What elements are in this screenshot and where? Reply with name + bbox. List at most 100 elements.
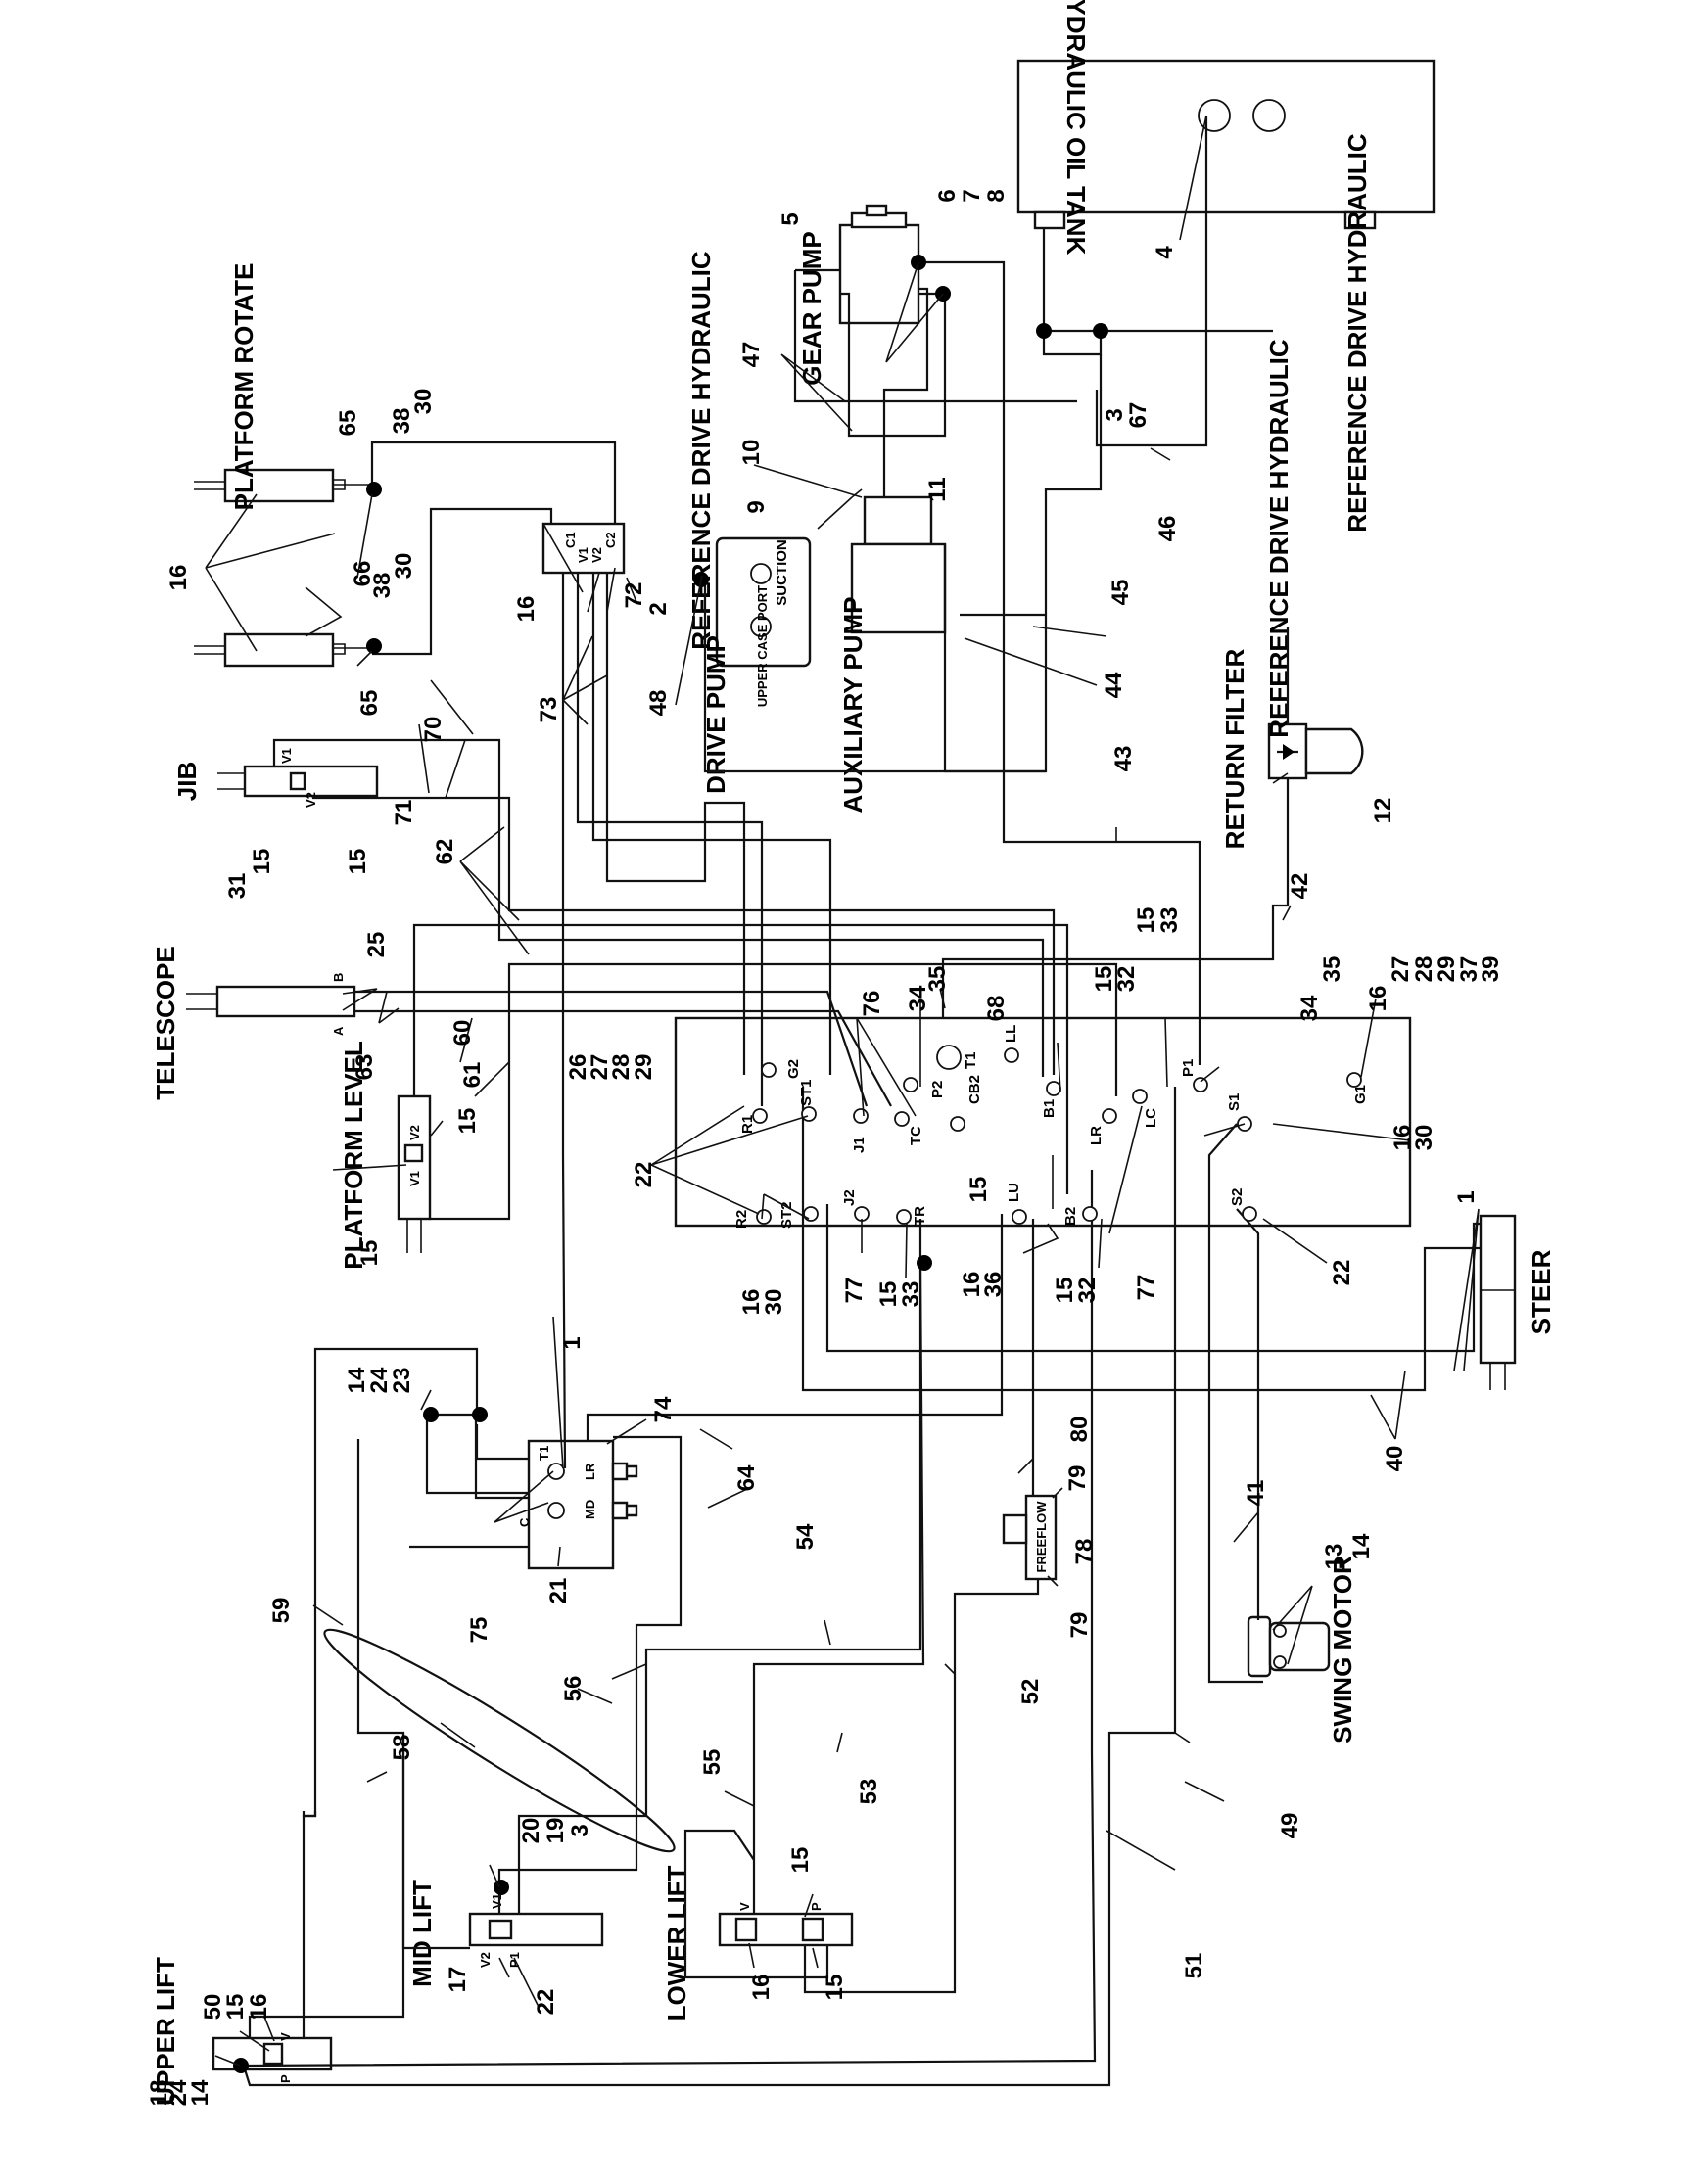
port-s1: S1 bbox=[1226, 1093, 1243, 1111]
callout-40: 40 bbox=[1382, 1446, 1408, 1472]
reference-label-filter: REFERENCE DRIVE HYDRAULIC bbox=[1264, 339, 1294, 738]
steer-cylinder: STEER bbox=[1479, 1214, 1556, 1390]
reference-label-drive-pump: REFERENCE DRIVE HYDRAULIC bbox=[686, 251, 716, 650]
rotate-valve-port-v1: V1 bbox=[576, 547, 590, 563]
callout-4: 4 bbox=[1152, 246, 1178, 259]
callout-38b: 38 bbox=[369, 573, 396, 599]
telescope-port-a: A bbox=[331, 1026, 346, 1036]
upper-lift-port-p: P bbox=[278, 2074, 293, 2083]
telescope-title: TELESCOPE bbox=[151, 946, 180, 1099]
callout-15-lu: 15 bbox=[965, 1177, 992, 1203]
swing-motor: SWING MOTOR bbox=[1247, 1556, 1357, 1743]
rotate-valve-port-c1: C1 bbox=[563, 532, 578, 548]
port-r2: R2 bbox=[733, 1210, 750, 1229]
hose-bundle-ellipse bbox=[323, 1628, 676, 1853]
steer-title: STEER bbox=[1527, 1249, 1556, 1334]
callout-22-a: 22 bbox=[631, 1162, 657, 1188]
callout-16-cb2: 16 bbox=[959, 1272, 985, 1298]
callout-15-b2: 15 bbox=[1052, 1278, 1078, 1304]
leader-lines bbox=[205, 115, 1480, 2067]
port-lu: LU bbox=[1006, 1183, 1022, 1202]
callout-66: 66 bbox=[350, 561, 376, 587]
callout-16-ul: 16 bbox=[246, 1994, 272, 2021]
callout-15-jib-b: 15 bbox=[345, 849, 371, 875]
port-p2: P2 bbox=[929, 1081, 946, 1098]
callout-15-jib-a: 15 bbox=[249, 849, 275, 875]
callout-16-rot: 16 bbox=[165, 565, 192, 591]
return-filter: RETURN FILTER bbox=[1220, 648, 1364, 849]
mid-lift-cylinder: V1 V2 P1 MID LIFT bbox=[407, 1880, 604, 1987]
callout-50: 50 bbox=[200, 1994, 226, 2021]
port-lc: LC bbox=[1143, 1108, 1159, 1128]
callout-51: 51 bbox=[1181, 1953, 1207, 1979]
callout-9: 9 bbox=[743, 500, 770, 513]
port-st1: ST1 bbox=[798, 1079, 815, 1106]
upper-lift-title: UPPER LIFT bbox=[151, 1957, 180, 2106]
callout-21: 21 bbox=[545, 1578, 572, 1604]
callout-13: 13 bbox=[1321, 1544, 1347, 1570]
lower-lift-port-p: P bbox=[809, 1902, 824, 1911]
callout-12: 12 bbox=[1370, 798, 1396, 824]
callout-1: 1 bbox=[559, 1336, 586, 1349]
callout-16-rv: 16 bbox=[513, 596, 540, 623]
platform-level-port-v1: V1 bbox=[407, 1171, 422, 1186]
jib-cylinder: V1 V2 JIB bbox=[172, 748, 379, 808]
lift-valve-port-c: C bbox=[517, 1517, 532, 1527]
callout-15-pl-a: 15 bbox=[454, 1108, 481, 1135]
callout-78: 78 bbox=[1071, 1539, 1098, 1565]
callout-70: 70 bbox=[420, 717, 447, 743]
port-tr: TR bbox=[912, 1206, 928, 1226]
port-b2: B2 bbox=[1062, 1207, 1079, 1226]
callout-61: 61 bbox=[459, 1062, 486, 1089]
port-g2: G2 bbox=[785, 1059, 802, 1079]
callout-65b: 65 bbox=[356, 690, 383, 717]
callout-35: 35 bbox=[924, 966, 951, 993]
port-j2: J2 bbox=[841, 1189, 858, 1206]
callout-6: 6 bbox=[934, 189, 961, 202]
callout-39: 39 bbox=[1478, 956, 1504, 983]
tank-title: HYDRAULIC OIL TANK bbox=[1061, 0, 1091, 256]
callout-18: 18 bbox=[146, 2080, 172, 2107]
callout-15-pl-b: 15 bbox=[356, 1240, 383, 1267]
jib-title: JIB bbox=[172, 762, 202, 801]
callout-7: 7 bbox=[959, 189, 985, 202]
callout-32b: 32 bbox=[1074, 1278, 1101, 1304]
callout-76: 76 bbox=[859, 991, 885, 1017]
gear-pump-title: GEAR PUMP bbox=[797, 231, 826, 385]
callout-45: 45 bbox=[1107, 580, 1134, 606]
callout-16-g1: 16 bbox=[1365, 986, 1391, 1012]
lower-lift-port-v: V bbox=[737, 1902, 752, 1911]
swing-motor-title: SWING MOTOR bbox=[1328, 1556, 1357, 1743]
callout-43: 43 bbox=[1110, 746, 1137, 772]
aux-pump-title: AUXILIARY PUMP bbox=[838, 596, 868, 813]
manifold-ports: G2 R1 ST1 J1 TC P2 T1 LL CB2 B1 LC LR P1… bbox=[733, 1025, 1369, 1229]
callout-26: 26 bbox=[565, 1054, 591, 1081]
port-p1: P1 bbox=[1180, 1059, 1197, 1077]
callout-23: 23 bbox=[389, 1368, 415, 1394]
callout-32: 32 bbox=[1113, 966, 1140, 993]
rotate-valve: C1 V1 V2 C2 bbox=[541, 522, 626, 575]
callout-80: 80 bbox=[1066, 1417, 1093, 1443]
gear-pump: GEAR PUMP bbox=[797, 204, 920, 386]
callout-29: 29 bbox=[631, 1054, 657, 1081]
callout-62: 62 bbox=[432, 839, 458, 865]
callout-37: 37 bbox=[1456, 956, 1483, 983]
callout-44: 44 bbox=[1101, 672, 1127, 698]
platform-rotate: PLATFORM ROTATE bbox=[194, 263, 346, 668]
callout-74: 74 bbox=[650, 1396, 677, 1422]
callout-15-ll-b: 15 bbox=[822, 1975, 848, 2001]
platform-rotate-title: PLATFORM ROTATE bbox=[229, 263, 259, 511]
auxiliary-pump: AUXILIARY PUMP bbox=[838, 495, 947, 813]
drive-pump-port-upper-case: UPPER CASE PORT bbox=[755, 585, 770, 707]
lift-valve-port-t1: T1 bbox=[537, 1446, 551, 1461]
callout-41: 41 bbox=[1243, 1480, 1269, 1507]
callout-34b: 34 bbox=[1296, 995, 1323, 1021]
callout-15-b1: 15 bbox=[1091, 966, 1117, 993]
rotate-valve-port-v2: V2 bbox=[589, 547, 604, 563]
callout-30-st2: 30 bbox=[761, 1289, 787, 1316]
reference-label-top-right: REFERENCE DRIVE HYDRAULIC bbox=[1342, 133, 1372, 533]
callout-34: 34 bbox=[905, 985, 931, 1011]
port-s2: S2 bbox=[1229, 1188, 1246, 1206]
port-tc: TC bbox=[908, 1126, 924, 1145]
callout-73: 73 bbox=[536, 697, 562, 723]
